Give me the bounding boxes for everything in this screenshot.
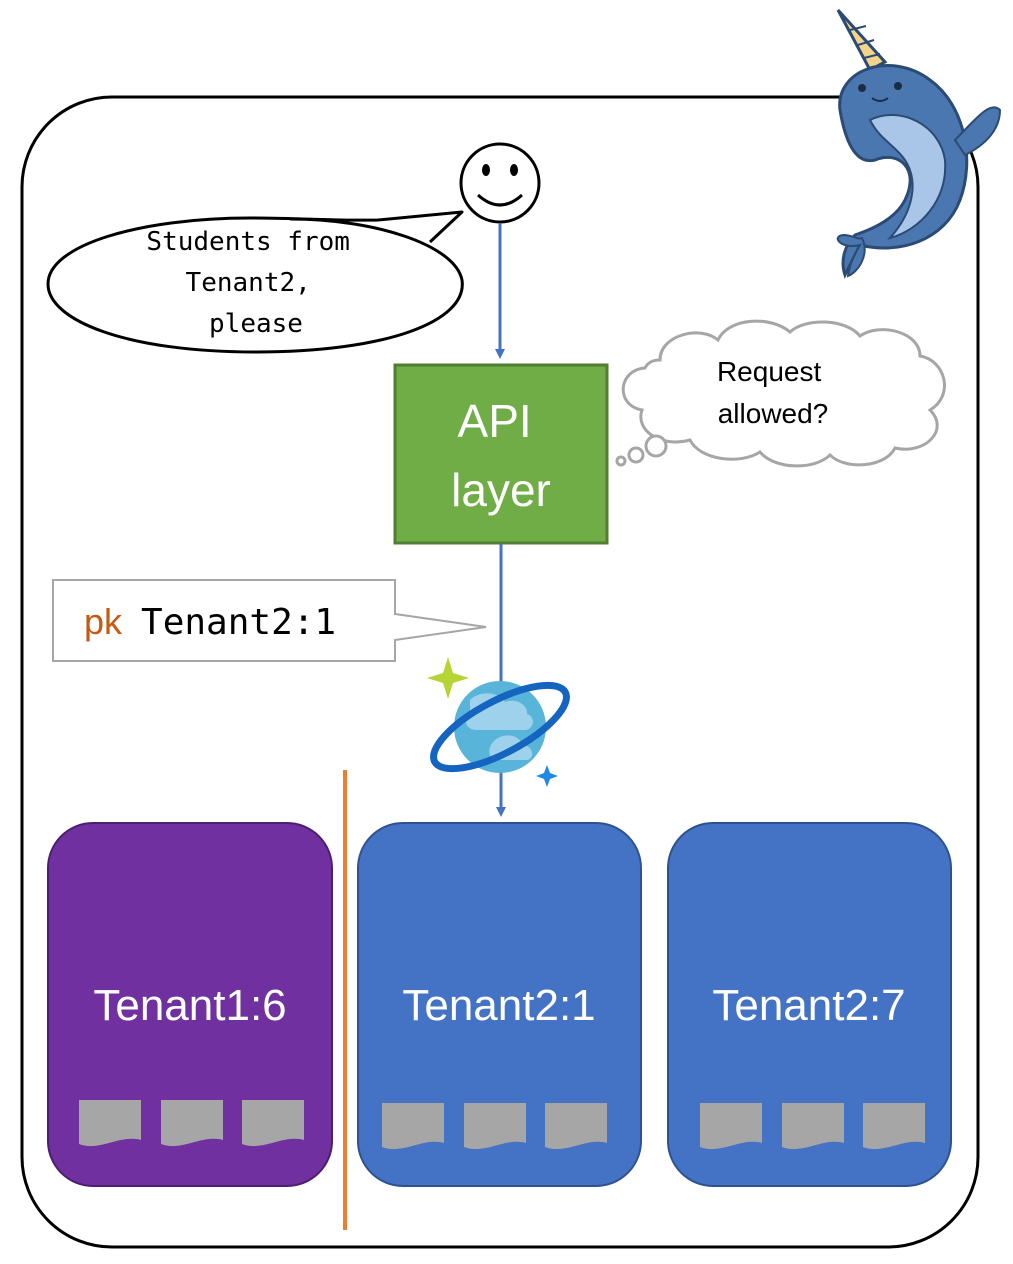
thought-line-1: Request: [717, 356, 822, 387]
document-icon: [782, 1103, 844, 1150]
document-icon: [161, 1100, 223, 1147]
document-icon: [700, 1103, 762, 1150]
api-layer-label: API layer: [451, 395, 551, 516]
api-layer-box: [393, 363, 609, 545]
speech-line-2: Tenant2,: [186, 268, 311, 298]
document-icon: [545, 1103, 607, 1150]
document-icon: [863, 1103, 925, 1150]
pk-keyword: pk: [84, 601, 123, 642]
document-icon: [242, 1100, 304, 1147]
speech-line-3: please: [209, 309, 303, 339]
speech-bubble-text: Students from Tenant2, please: [146, 227, 365, 339]
partition-label: Tenant2:1: [402, 981, 595, 1030]
smiley-icon: [459, 142, 541, 224]
pk-callout-text: pk Tenant2:1: [84, 601, 336, 643]
partition-tenant1-6: Tenant1:6: [47, 822, 333, 1187]
document-icon: [382, 1103, 444, 1150]
pk-value: Tenant2:1: [141, 602, 336, 643]
thought-cloud: [615, 319, 946, 468]
partition-tenant2-7: Tenant2:7: [667, 822, 952, 1187]
partition-label: Tenant1:6: [93, 981, 286, 1030]
api-line-1: API: [458, 395, 532, 447]
document-icon: [464, 1103, 526, 1150]
thought-line-2: allowed?: [718, 398, 829, 429]
partition-label: Tenant2:7: [712, 981, 905, 1030]
narwhal-icon: [836, 8, 1002, 279]
api-line-2: layer: [451, 464, 551, 516]
speech-line-1: Students from: [146, 227, 350, 257]
thought-cloud-text: Request allowed?: [717, 356, 829, 429]
partition-tenant2-1: Tenant2:1: [357, 822, 642, 1187]
speech-bubble: [46, 210, 464, 354]
document-icon: [79, 1100, 141, 1147]
pk-callout: [52, 579, 487, 662]
cosmos-db-icon: [427, 657, 570, 787]
